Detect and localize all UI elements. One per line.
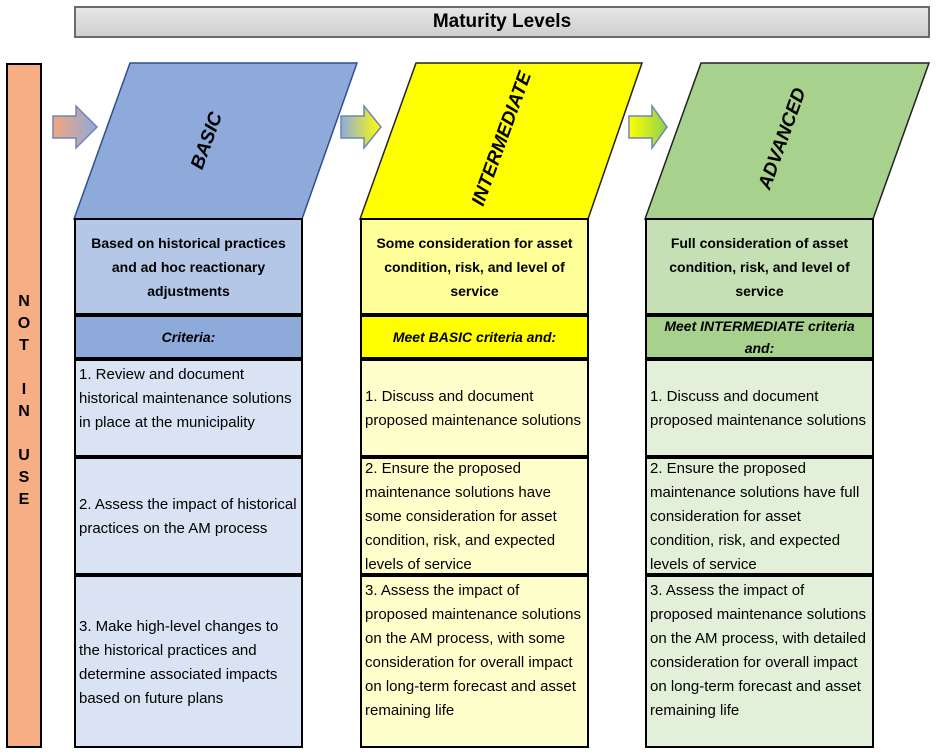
intermediate-item-1: 1. Discuss and document proposed mainten… xyxy=(360,359,589,457)
basic-item-3: 3. Make high-level changes to the histor… xyxy=(74,575,303,748)
basic-column: Based on historical practices and ad hoc… xyxy=(74,218,303,748)
not-in-use-label: N O T I N U S E xyxy=(17,293,31,508)
basic-criteria-heading: Criteria: xyxy=(74,315,303,359)
advanced-description: Full consideration of asset condition, r… xyxy=(645,218,874,315)
advanced-criteria-heading: Meet INTERMEDIATE criteria and: xyxy=(645,315,874,359)
intermediate-item-3: 3. Assess the impact of proposed mainten… xyxy=(360,575,589,748)
advanced-column: Full consideration of asset condition, r… xyxy=(645,218,874,748)
advanced-item-1: 1. Discuss and document proposed mainten… xyxy=(645,359,874,457)
basic-description: Based on historical practices and ad hoc… xyxy=(74,218,303,315)
advanced-item-3: 3. Assess the impact of proposed mainten… xyxy=(645,575,874,748)
not-in-use-bar: N O T I N U S E xyxy=(6,63,42,748)
basic-item-1: 1. Review and document historical mainte… xyxy=(74,359,303,457)
arrow-to-basic-icon xyxy=(52,104,99,150)
intermediate-item-2: 2. Ensure the proposed maintenance solut… xyxy=(360,457,589,575)
basic-item-2: 2. Assess the impact of historical pract… xyxy=(74,457,303,575)
intermediate-column: Some consideration for asset condition, … xyxy=(360,218,589,748)
maturity-levels-title: Maturity Levels xyxy=(74,6,930,38)
title-text: Maturity Levels xyxy=(432,11,572,32)
intermediate-description: Some consideration for asset condition, … xyxy=(360,218,589,315)
intermediate-criteria-heading: Meet BASIC criteria and: xyxy=(360,315,589,359)
arrow-to-intermediate-icon xyxy=(340,103,382,151)
advanced-item-2: 2. Ensure the proposed maintenance solut… xyxy=(645,457,874,575)
arrow-to-advanced-icon xyxy=(628,103,668,151)
